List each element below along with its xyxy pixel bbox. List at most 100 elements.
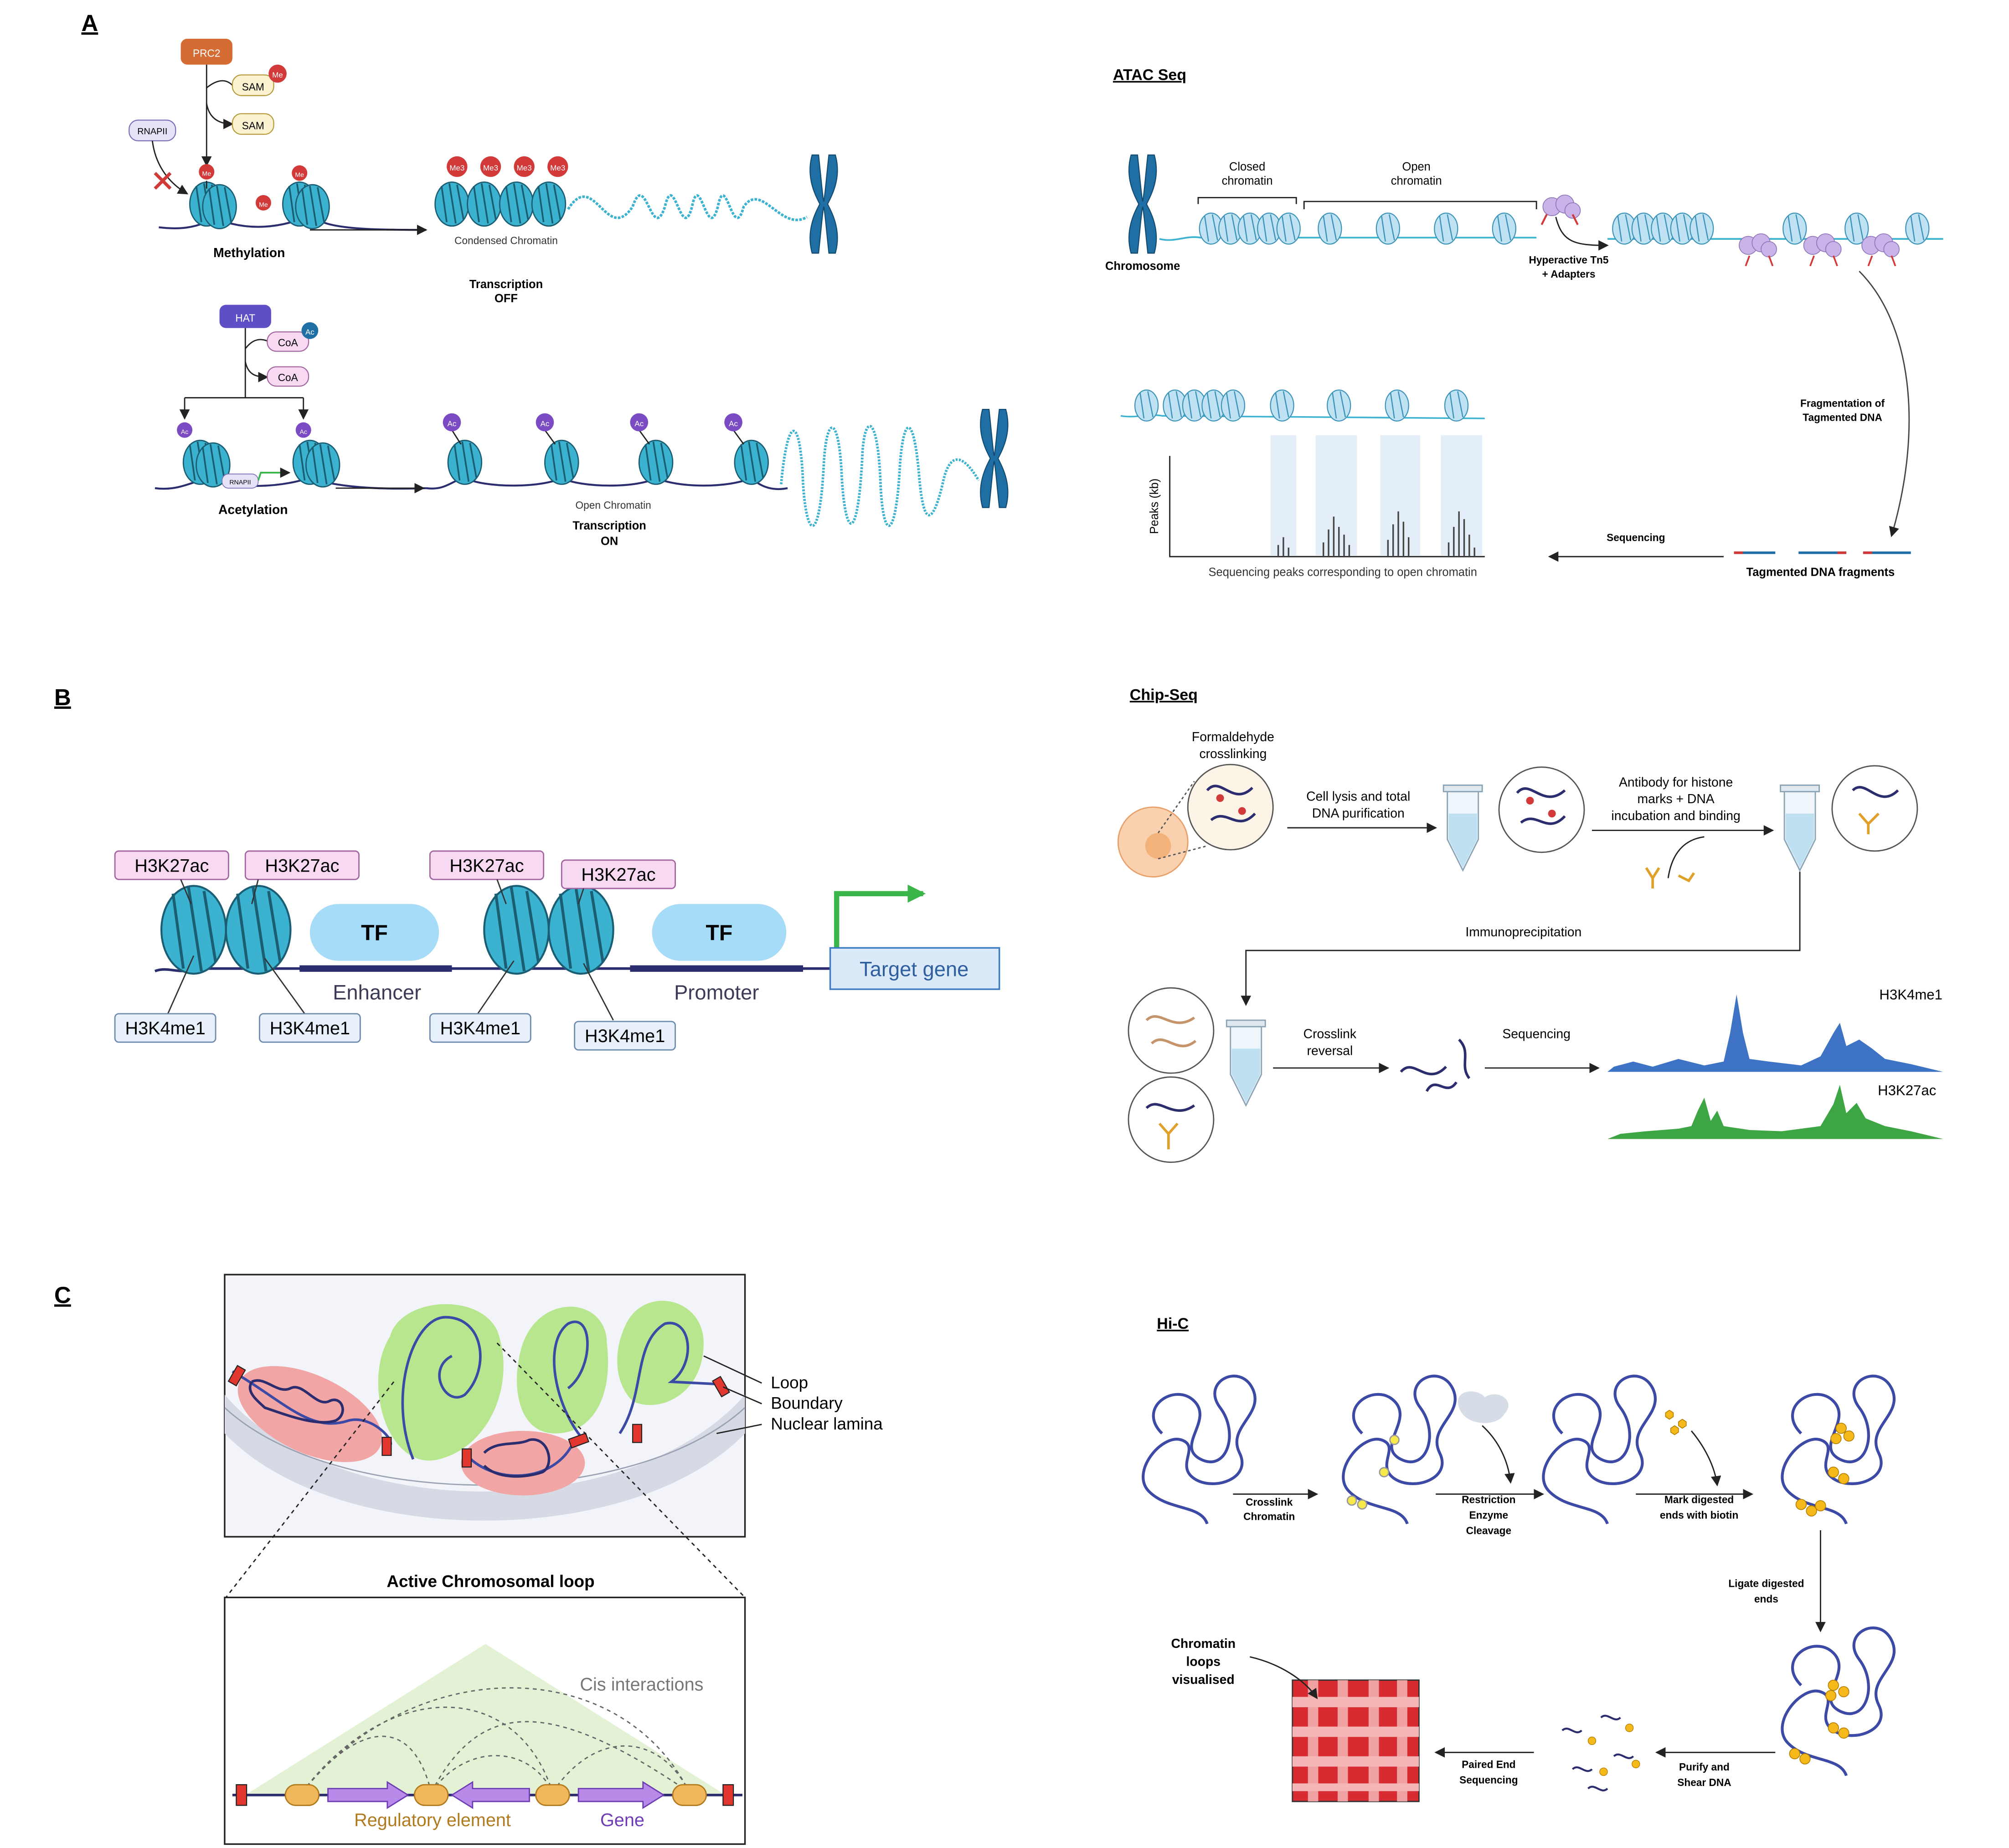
chromosome-icon <box>1128 154 1157 254</box>
track1-label: H3K4me1 <box>1879 987 1942 1003</box>
sequencing-label: Sequencing <box>1607 532 1665 543</box>
frag-label-2: Tagmented DNA <box>1803 412 1882 423</box>
boundary-marker <box>711 1376 731 1398</box>
zoom-circle <box>1128 1076 1215 1163</box>
reversal-label-2: reversal <box>1307 1044 1353 1058</box>
frag-label-1: Fragmentation of <box>1800 397 1885 409</box>
svg-text:Ac: Ac <box>541 419 550 428</box>
regulatory-label: Regulatory element <box>354 1810 511 1830</box>
gene-label: Gene <box>600 1810 644 1830</box>
cis-triangle <box>245 1644 726 1795</box>
boundary-marker <box>632 1424 643 1443</box>
tn5-label-2: + Adapters <box>1542 268 1596 280</box>
hic-title: Hi-C <box>1157 1315 1189 1332</box>
lamina-label: Nuclear lamina <box>771 1414 883 1433</box>
boundary-marker <box>568 1432 590 1449</box>
hic-contact-matrix <box>1292 1679 1420 1802</box>
ligate-2: ends <box>1754 1593 1778 1605</box>
antibody-label-3: incubation and binding <box>1611 809 1740 823</box>
chromosome-icon <box>980 408 1009 508</box>
target-gene-label: Target gene <box>860 958 968 981</box>
svg-text:Ac: Ac <box>448 419 457 428</box>
tn5-enzyme <box>1542 194 1581 219</box>
boundary-marker <box>236 1784 247 1806</box>
cis-label: Cis interactions <box>580 1674 703 1694</box>
biotin-icons <box>1665 1409 1687 1435</box>
svg-text:H3K4me1: H3K4me1 <box>440 1018 520 1038</box>
open-chromatin: Ac Ac Ac Ac <box>426 413 980 527</box>
tf-promoter <box>652 904 787 961</box>
antibody-label-2: marks + DNA <box>1638 792 1715 806</box>
tube-icon <box>1442 785 1483 871</box>
gene-arrows <box>327 1781 665 1809</box>
condensed-label: Condensed Chromatin <box>454 234 558 246</box>
svg-text:Me3: Me3 <box>483 164 498 172</box>
svg-text:H3K27ac: H3K27ac <box>581 865 655 885</box>
rnapii-small-label: RNAPII <box>229 479 251 486</box>
tube-icon <box>1226 1019 1266 1106</box>
coa-pill-2 <box>267 366 309 387</box>
enzyme-cloud-icon <box>1458 1391 1509 1423</box>
peaks-caption: Sequencing peaks corresponding to open c… <box>1209 566 1477 579</box>
regulatory-elements <box>284 1784 707 1806</box>
prc2-label: PRC2 <box>193 47 220 59</box>
peak-track-h3k27ac <box>1607 1084 1943 1139</box>
chromosome-icon <box>809 154 838 254</box>
ip-label: Immunoprecipitation <box>1465 925 1581 939</box>
target-gene-box <box>829 947 1000 990</box>
reversal-label-1: Crosslink <box>1303 1027 1357 1042</box>
boundary-marker <box>462 1448 472 1468</box>
zoom-circle <box>1831 765 1918 852</box>
panel-b: B TF TF Enhancer Promoter Target gene H3… <box>54 684 1000 1051</box>
fragments-label: Tagmented DNA fragments <box>1746 566 1895 579</box>
coa-pill-1 <box>267 331 309 352</box>
peak-track-h3k4me1 <box>1607 994 1943 1072</box>
methylation-label: Methylation <box>213 246 285 260</box>
zoom-circle <box>1187 764 1274 851</box>
svg-text:Ac: Ac <box>299 428 307 436</box>
closed-label-2: chromatin <box>1222 175 1273 187</box>
svg-text:Me3: Me3 <box>517 164 532 172</box>
chromatin-loop-icon <box>1543 1376 1655 1524</box>
sheared-dna-icon <box>1561 1714 1634 1791</box>
svg-text:Me: Me <box>202 170 211 177</box>
biotin-2: ends with biotin <box>1660 1509 1738 1521</box>
atac-seq-panel: ATAC Seq Chromosome Closed chromatin Ope… <box>1105 67 1943 579</box>
ligate-1: Ligate digested <box>1728 1578 1804 1590</box>
peak-region <box>1315 435 1357 556</box>
purify-1: Purify and <box>1679 1761 1730 1773</box>
sam-pill-2 <box>232 113 274 135</box>
nucleosome <box>549 886 613 974</box>
ac-circle <box>301 322 319 339</box>
restriction-2: Enzyme <box>1469 1509 1509 1521</box>
svg-text:H3K27ac: H3K27ac <box>449 856 524 876</box>
panel-c: C Loop Boundary Nuclear lamina Active Ch… <box>54 1274 883 1845</box>
tube-icon <box>1780 785 1820 871</box>
restriction-3: Cleavage <box>1466 1525 1511 1537</box>
peak-region <box>1441 435 1483 556</box>
track2-label: H3K27ac <box>1878 1082 1936 1098</box>
coa-label-2: CoA <box>278 372 299 383</box>
rnapii-label: RNAPII <box>137 127 167 137</box>
condensed-chromatin: Me3 Me3 Me3 Me3 <box>434 156 808 227</box>
sam-label-1: SAM <box>242 81 264 93</box>
hic-crosslink-2: Chromatin <box>1243 1510 1295 1522</box>
restriction-1: Restriction <box>1462 1494 1515 1506</box>
tad-red <box>237 1366 382 1462</box>
loops-label-3: visualised <box>1172 1672 1235 1687</box>
coa-label-1: CoA <box>278 336 299 348</box>
transcription-on-1: Transcription <box>572 520 646 532</box>
transcription-off-1: Transcription <box>469 278 543 291</box>
chip-sequencing-label: Sequencing <box>1502 1027 1571 1042</box>
crosslink-label-2: crosslinking <box>1199 747 1267 761</box>
panel-label-a: A <box>81 10 98 36</box>
nucleosome <box>484 886 549 974</box>
boundary-label: Boundary <box>771 1394 843 1413</box>
transcription-on-2: ON <box>601 535 618 548</box>
loops-label-1: Chromatin <box>1171 1636 1236 1651</box>
panel-label-b: B <box>54 684 71 710</box>
boundary-marker <box>381 1436 392 1456</box>
svg-text:Ac: Ac <box>634 419 644 428</box>
zoom-circle <box>1498 766 1585 853</box>
